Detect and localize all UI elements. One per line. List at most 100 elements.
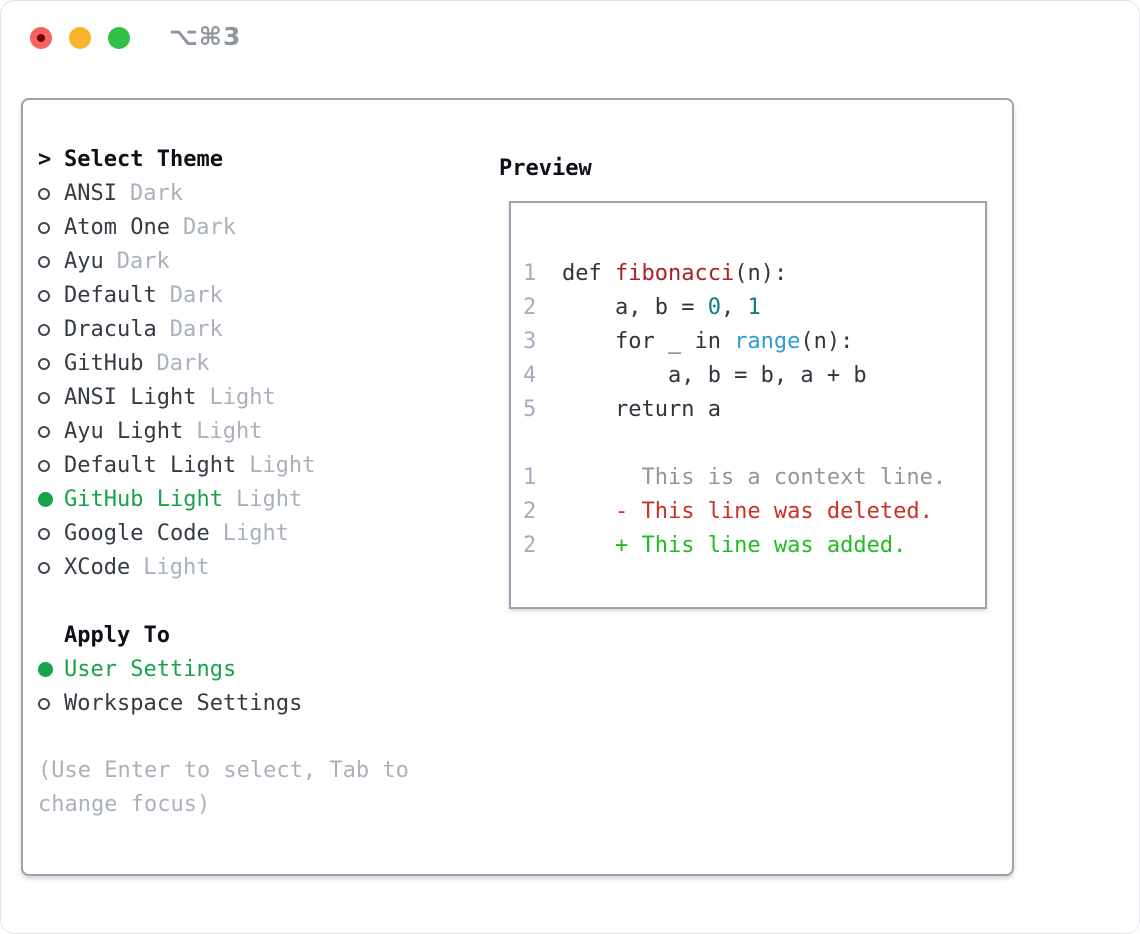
spacer xyxy=(523,426,985,460)
line-number: 2 xyxy=(523,498,537,524)
line-number: 2 xyxy=(523,532,537,558)
line-number: 3 xyxy=(523,328,537,354)
theme-option-ansi-light[interactable]: ANSI Light Light xyxy=(38,380,468,414)
theme-variant-tag: Light xyxy=(235,486,303,512)
theme-name: GitHub xyxy=(64,350,144,376)
titlebar: ⌥⌘3 xyxy=(1,1,1139,75)
theme-option-default[interactable]: Default Dark xyxy=(38,278,468,312)
radio-unselected-icon[interactable] xyxy=(38,516,64,550)
apply-to-header: Apply To xyxy=(38,618,468,652)
radio-selected-icon[interactable] xyxy=(38,652,64,686)
code-token-added: + This line was added. xyxy=(562,532,907,558)
code-token-plain: a, b = xyxy=(562,294,708,320)
apply-option-label: User Settings xyxy=(64,656,237,682)
zoom-button[interactable] xyxy=(108,27,130,49)
theme-name: ANSI xyxy=(64,180,117,206)
theme-variant-tag: Light xyxy=(196,418,263,444)
preview-title: Preview xyxy=(499,155,592,181)
code-token-plain: a, b = b, a + b xyxy=(562,362,867,388)
radio-unselected-icon[interactable] xyxy=(38,176,64,210)
radio-unselected-icon[interactable] xyxy=(38,244,64,278)
theme-option-github-light[interactable]: GitHub Light Light xyxy=(38,482,468,516)
window-title: ⌥⌘3 xyxy=(169,22,242,51)
code-token-plain: , xyxy=(720,294,748,320)
code-token-number: 0 xyxy=(707,294,721,320)
code-token-plain: for _ in xyxy=(562,328,735,354)
theme-variant-tag: Dark xyxy=(182,214,236,240)
theme-option-github[interactable]: GitHub Dark xyxy=(38,346,468,380)
theme-variant-tag: Light xyxy=(222,520,289,546)
code-line: 5 return a xyxy=(523,392,985,426)
theme-name: Google Code xyxy=(64,520,210,546)
theme-variant-tag: Dark xyxy=(116,248,170,274)
chevron-icon: > xyxy=(38,146,52,172)
line-number: 1 xyxy=(523,260,537,286)
radio-selected-icon[interactable] xyxy=(38,482,64,516)
code-line: 4 a, b = b, a + b xyxy=(523,358,985,392)
theme-option-dracula[interactable]: Dracula Dark xyxy=(38,312,468,346)
spacer xyxy=(38,584,468,618)
theme-name: Default xyxy=(64,282,157,308)
theme-option-google-code[interactable]: Google Code Light xyxy=(38,516,468,550)
theme-name: Ayu Light xyxy=(64,418,184,444)
diff-line: 2 + This line was added. xyxy=(523,528,985,562)
code-token-plain: (n): xyxy=(734,260,788,286)
theme-option-ayu-light[interactable]: Ayu Light Light xyxy=(38,414,468,448)
theme-option-default-light[interactable]: Default Light Light xyxy=(38,448,468,482)
theme-option-xcode[interactable]: XCode Light xyxy=(38,550,468,584)
theme-variant-tag: Dark xyxy=(169,282,223,308)
theme-variant-tag: Light xyxy=(143,554,210,580)
code-token-plain: (n): xyxy=(800,328,854,354)
radio-unselected-icon[interactable] xyxy=(38,380,64,414)
radio-unselected-icon[interactable] xyxy=(38,414,64,448)
line-number: 4 xyxy=(523,362,537,388)
code-token-function: fibonacci xyxy=(614,260,735,286)
select-theme-header: > Select Theme xyxy=(38,142,468,176)
apply-option-label: Workspace Settings xyxy=(64,690,303,716)
apply-option-workspace-settings[interactable]: Workspace Settings xyxy=(38,686,468,720)
theme-name: GitHub Light xyxy=(64,486,223,512)
theme-name: XCode xyxy=(64,554,131,580)
radio-unselected-icon[interactable] xyxy=(38,312,64,346)
apply-to-title: Apply To xyxy=(64,622,170,648)
spacer xyxy=(38,720,468,754)
theme-variant-tag: Light xyxy=(209,384,276,410)
code-token-plain: return a xyxy=(562,396,721,422)
radio-unselected-icon[interactable] xyxy=(38,346,64,380)
code-line: 3 for _ in range(n): xyxy=(523,324,985,358)
diff-line: 2 - This line was deleted. xyxy=(523,494,985,528)
theme-variant-tag: Dark xyxy=(169,316,223,342)
radio-unselected-icon[interactable] xyxy=(38,210,64,244)
apply-option-user-settings[interactable]: User Settings xyxy=(38,652,468,686)
theme-name: Dracula xyxy=(64,316,157,342)
theme-name: Ayu xyxy=(64,248,104,274)
select-theme-title: Select Theme xyxy=(64,146,223,172)
radio-unselected-icon[interactable] xyxy=(38,278,64,312)
close-button[interactable] xyxy=(30,27,52,49)
keyboard-hint: (Use Enter to select, Tab to change focu… xyxy=(38,758,409,817)
theme-variant-tag: Dark xyxy=(129,180,183,206)
code-token-context: This is a context line. xyxy=(562,464,947,490)
code-line: 2 a, b = 0, 1 xyxy=(523,290,985,324)
radio-unselected-icon[interactable] xyxy=(38,686,64,720)
theme-variant-tag: Light xyxy=(249,452,316,478)
line-number: 1 xyxy=(523,464,537,490)
minimize-button[interactable] xyxy=(69,27,91,49)
radio-unselected-icon[interactable] xyxy=(38,550,64,584)
code-token-builtin: range xyxy=(734,328,801,354)
prompt-marker: > xyxy=(38,142,64,176)
theme-option-ansi[interactable]: ANSI Dark xyxy=(38,176,468,210)
diff-preview: 1 This is a context line. 2 - This line w… xyxy=(523,460,985,562)
theme-option-ayu[interactable]: Ayu Dark xyxy=(38,244,468,278)
theme-variant-tag: Dark xyxy=(156,350,210,376)
radio-unselected-icon[interactable] xyxy=(38,448,64,482)
theme-name: Default Light xyxy=(64,452,237,478)
theme-name: ANSI Light xyxy=(64,384,197,410)
